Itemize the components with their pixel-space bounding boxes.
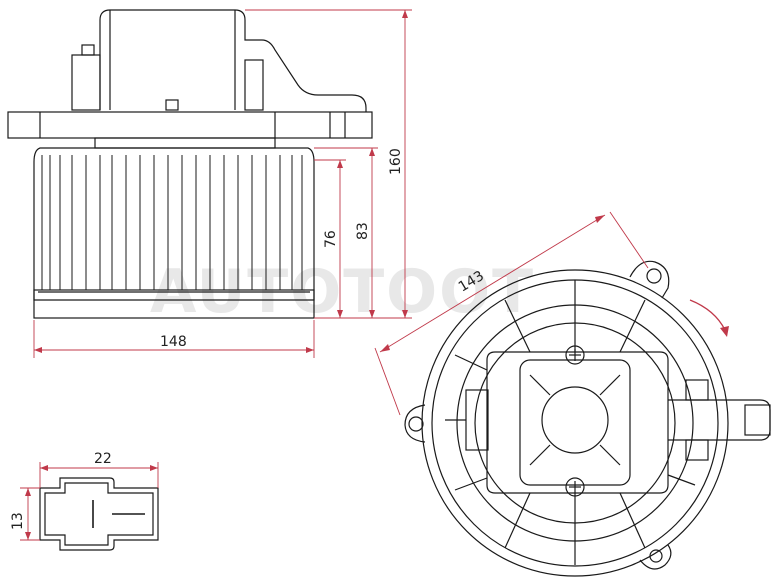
screw-head-icon [565,477,585,497]
connector-view [39,477,159,551]
dim-label-76: 76 [323,230,339,248]
rotation-arrow-icon [689,299,729,337]
dimension-lines-side [33,9,412,358]
screw-head-icon [565,345,585,365]
mounting-flange [7,111,373,139]
side-view [7,9,373,319]
connector-plug [668,399,771,441]
dim-label-148: 148 [160,334,187,350]
motor-body [486,351,669,494]
dim-label-83: 83 [355,222,371,240]
mounting-ear-bottom [639,544,672,570]
front-view [404,260,771,577]
mounting-ear-top [629,260,670,299]
center-hub [541,386,609,454]
motor-housing [99,9,367,112]
dimension-lines-connector [20,462,159,541]
dim-label-13: 13 [10,512,26,530]
fan-blades-side [41,155,303,290]
dim-label-22: 22 [94,451,112,467]
outer-housing [421,269,729,577]
dim-label-160: 160 [388,148,404,175]
dimension-line-143 [374,211,649,416]
mounting-ear-left [404,404,426,443]
